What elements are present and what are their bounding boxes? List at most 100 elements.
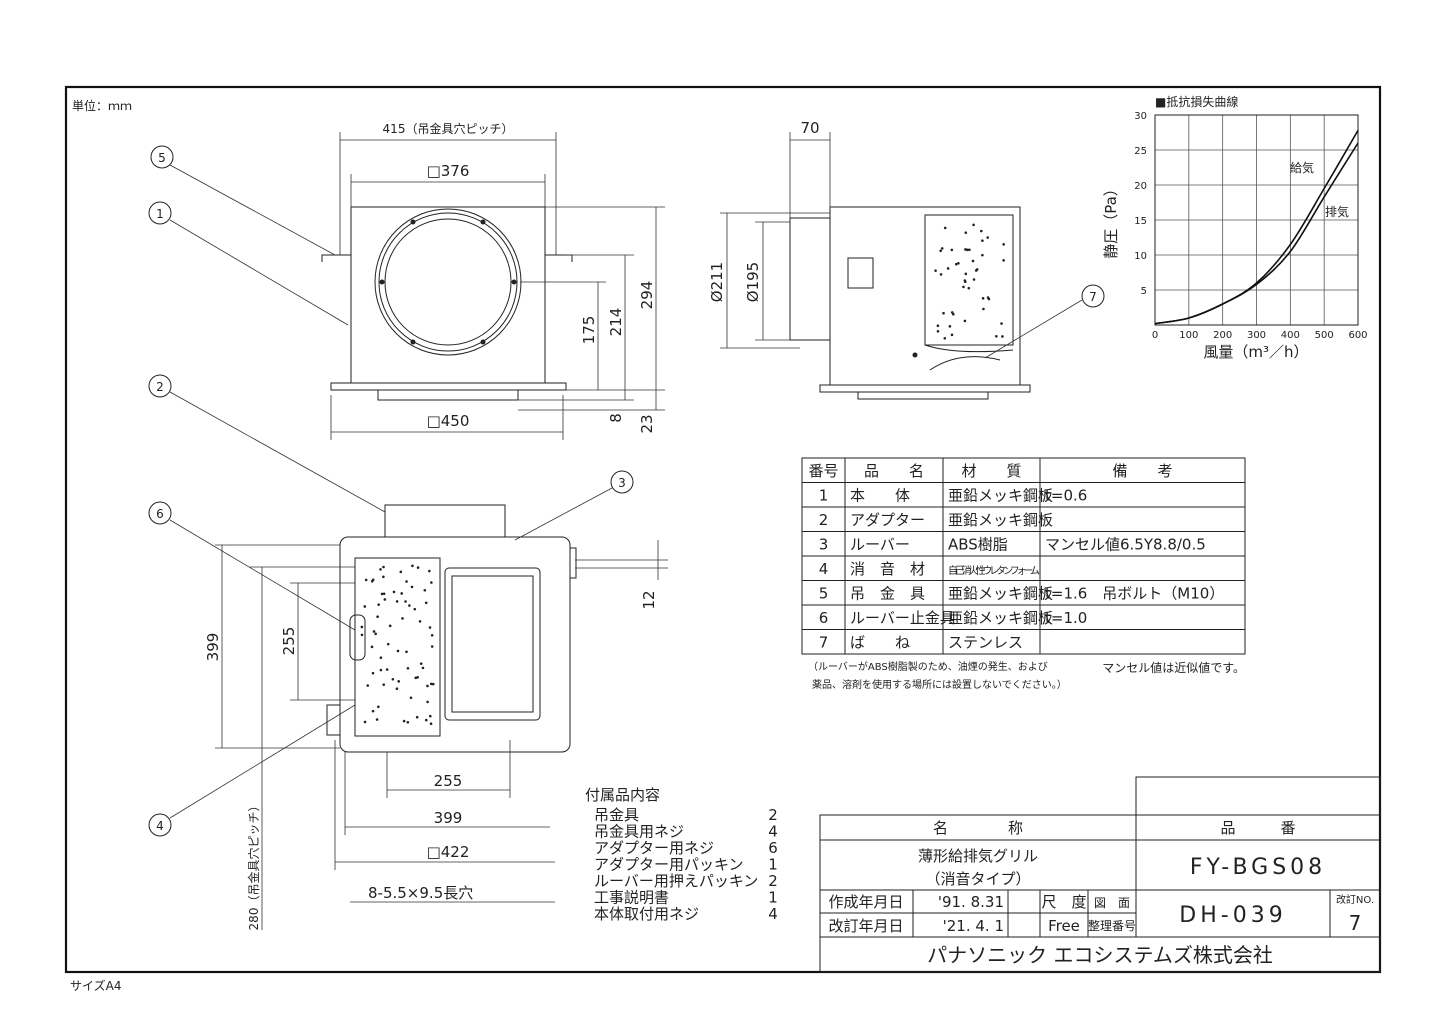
side-view: 70 Ø211 Ø195 7 — [708, 119, 1105, 400]
drawing-number: DH-039 — [1179, 903, 1286, 928]
foam-dot — [971, 259, 975, 263]
table-cell: ルーバー止金具 — [850, 609, 955, 627]
table-cell: 亜鉛メッキ鋼板 — [948, 511, 1053, 529]
foam-dot — [936, 324, 940, 328]
table-cell: 亜鉛メッキ鋼板 — [948, 487, 1053, 505]
sheet-border — [64, 85, 1382, 974]
foam-dot — [426, 700, 429, 704]
foam-dot — [428, 714, 432, 718]
accessory-qty: 6 — [768, 839, 778, 857]
size-label: サイズA4 — [70, 978, 121, 993]
chart-ytick: 10 — [1134, 251, 1147, 262]
foam-dot — [371, 578, 375, 582]
accessory-qty: 2 — [768, 872, 778, 890]
table-cell: 2 — [819, 511, 829, 529]
note-munsell: マンセル値は近似値です。 — [1102, 660, 1245, 675]
foam-dot — [963, 279, 967, 282]
foam-dot — [391, 677, 395, 681]
callout-6: 6 — [156, 507, 164, 521]
foam-dot — [366, 684, 370, 687]
chart-ytick: 20 — [1134, 181, 1147, 192]
foam-dot — [981, 239, 984, 242]
foam-dot — [410, 585, 414, 589]
accessory-name: ルーバー用押えパッキン — [594, 872, 758, 890]
foam-dot — [408, 604, 411, 607]
foam-dot — [950, 333, 954, 337]
accessory-qty: 2 — [768, 806, 778, 824]
foam-dot — [934, 269, 937, 272]
foam-dot — [966, 248, 969, 252]
dim-v255: 255 — [280, 627, 298, 656]
front-view: 415（吊金具穴ピッチ） □376 □450 294 214 175 8 23 … — [148, 121, 665, 440]
foam-dot — [968, 248, 971, 252]
foam-dot — [374, 632, 377, 636]
dim-12: 12 — [640, 590, 658, 609]
chart-ytick: 15 — [1134, 216, 1147, 227]
revised-label: 改訂年月日 — [828, 917, 903, 935]
foam-dot — [1000, 322, 1003, 325]
revision-number: 7 — [1349, 911, 1362, 935]
foam-dot — [982, 307, 985, 311]
accessory-name: アダプター用パッキン — [594, 856, 744, 874]
dim-d211: Ø211 — [708, 262, 726, 302]
table-cell: 消 音 材 — [850, 560, 925, 578]
callout-7: 7 — [1089, 290, 1097, 304]
foam-dot — [972, 278, 976, 281]
created-label: 作成年月日 — [828, 893, 903, 911]
foam-dot — [379, 568, 382, 571]
foam-dot — [429, 682, 433, 686]
foam-dot — [986, 236, 990, 239]
table-header: 品 名 — [864, 462, 924, 480]
callout-1: 1 — [156, 207, 164, 221]
table-cell: 1 — [819, 487, 829, 505]
accessory-qty: 1 — [768, 889, 778, 907]
foam-dot — [975, 268, 979, 271]
dim-d195: Ø195 — [744, 262, 762, 302]
chart-xtick: 200 — [1213, 330, 1232, 341]
foam-dot — [981, 297, 985, 300]
accessory-qty: 1 — [768, 856, 778, 874]
foam-dot — [954, 262, 958, 266]
foam-dot — [1001, 335, 1004, 338]
revision-label: 改訂NO. — [1336, 893, 1374, 906]
foam-dot — [943, 337, 947, 340]
foam-dot — [962, 285, 965, 289]
foam-dot — [360, 633, 364, 637]
accessory-name: アダプター用ネジ — [594, 839, 714, 857]
accessory-qty: 4 — [768, 823, 778, 841]
table-cell: t=1.6 吊ボルト（M10） — [1045, 585, 1224, 603]
table-header: 番号 — [808, 462, 838, 480]
foam-dot — [388, 624, 392, 628]
foam-dot — [939, 249, 942, 253]
foam-dot — [397, 680, 401, 683]
foam-dot — [964, 272, 968, 276]
table-cell: ステンレス — [948, 634, 1023, 652]
dim-450: □450 — [427, 412, 470, 430]
foam-dot — [972, 223, 975, 227]
foam-dot — [431, 682, 435, 686]
foam-dot — [386, 642, 390, 646]
foam-dot — [963, 319, 967, 323]
chart-xtick: 600 — [1348, 330, 1367, 341]
company-name: パナソニック エコシステムズ株式会社 — [927, 943, 1273, 967]
foam-dot — [421, 666, 425, 670]
foam-dot — [382, 565, 385, 569]
accessory-name: 工事説明書 — [594, 889, 669, 907]
foam-dot — [936, 329, 940, 333]
foam-dot — [400, 592, 403, 595]
chart-ytick: 25 — [1134, 146, 1147, 157]
dim-294: 294 — [638, 281, 656, 310]
dim-h399: 399 — [434, 809, 463, 827]
foam-dot — [379, 668, 383, 672]
dim-175: 175 — [580, 316, 598, 345]
dim-slot-holes: 8-5.5×9.5長穴 — [368, 884, 473, 902]
foam-dot — [424, 601, 428, 605]
foam-dot — [981, 253, 984, 257]
foam-dot — [1002, 243, 1005, 246]
foam-dot — [385, 668, 389, 671]
drawing-label: 図 面 — [1094, 896, 1130, 910]
note-abs-2: 薬品、溶剤を使用する場所には設置しないでください。） — [812, 678, 1067, 691]
